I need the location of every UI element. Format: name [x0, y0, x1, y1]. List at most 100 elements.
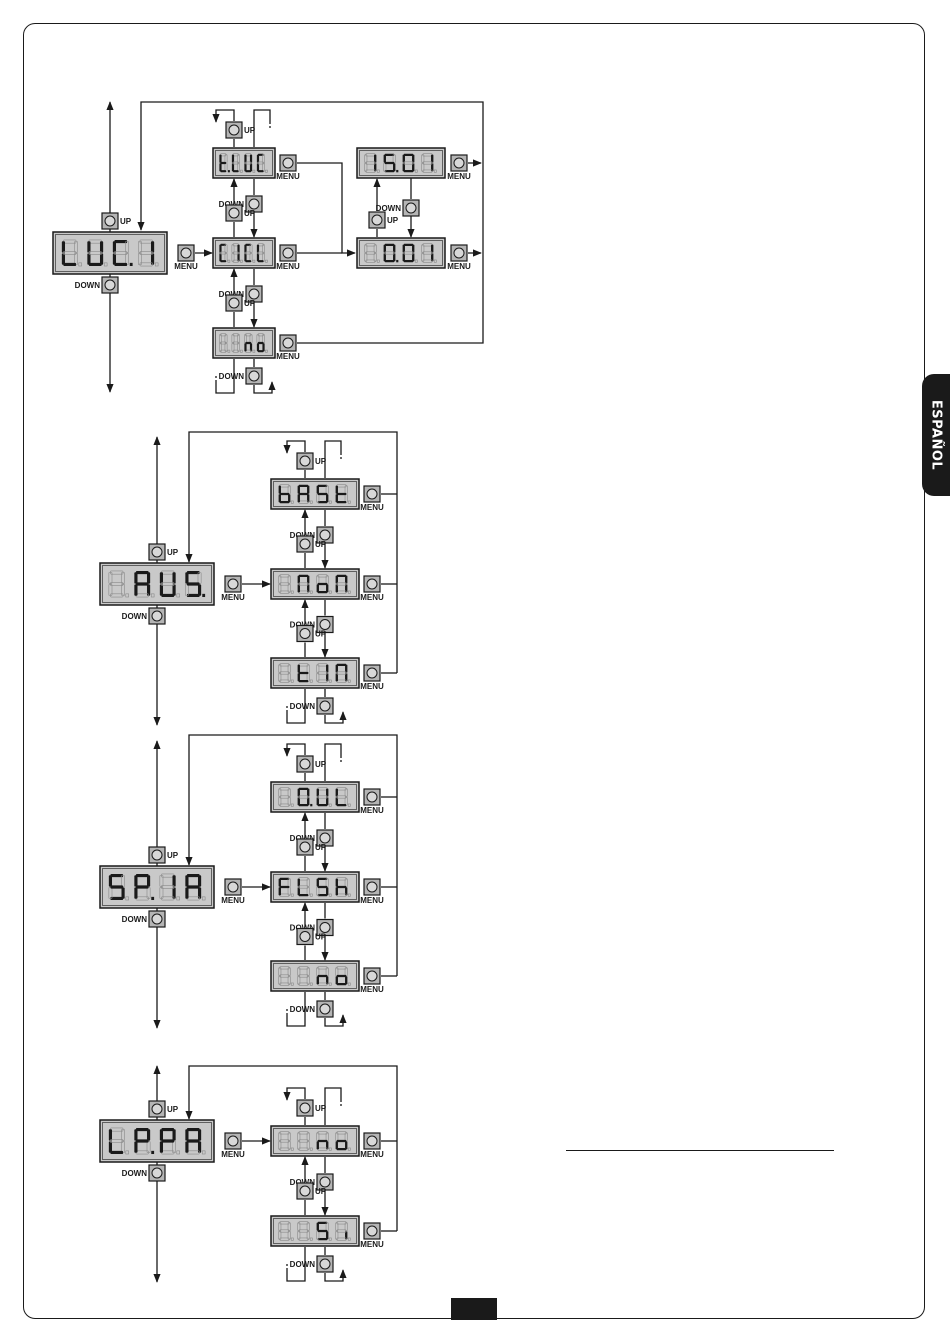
button-cap: [283, 338, 293, 348]
display-segment: [109, 1129, 112, 1140]
display-dot: [228, 170, 230, 172]
button-cap: [367, 971, 377, 981]
display-segment: [134, 572, 137, 583]
option-menu-button: MENU: [276, 335, 300, 361]
button-label: MENU: [276, 262, 300, 271]
button-label: UP: [315, 457, 327, 466]
display-segment: [337, 575, 346, 577]
button-label: UP: [167, 1105, 179, 1114]
button-cap: [320, 1177, 330, 1187]
display-segment: [317, 879, 319, 887]
button-cap: [300, 1103, 310, 1113]
display-segment: [136, 1128, 149, 1131]
display-segment: [185, 572, 188, 583]
display-segment: [232, 163, 234, 171]
button-label: MENU: [221, 593, 245, 602]
button-cap: [152, 611, 162, 621]
button-cap: [320, 833, 330, 843]
display-segment: [337, 975, 346, 977]
top-wrap-right: [325, 441, 341, 478]
button-label: MENU: [360, 896, 384, 905]
display-dot: [130, 263, 133, 266]
display-segment: [147, 572, 150, 583]
button-label: UP: [315, 540, 327, 549]
display-segment: [336, 879, 338, 887]
display-segment: [318, 975, 327, 977]
main-up-button: UP: [102, 213, 132, 229]
option-display-2-1: [271, 872, 359, 902]
button-cap: [320, 701, 330, 711]
display-segment: [245, 342, 251, 344]
display-segment: [318, 804, 327, 806]
display-segment: [113, 241, 116, 252]
button-label: MENU: [276, 352, 300, 361]
display-segment: [110, 1151, 123, 1154]
display-segment: [147, 1129, 150, 1140]
display-dot: [396, 260, 398, 262]
button-label: UP: [244, 126, 256, 135]
display-segment: [136, 885, 149, 888]
button-cap: [367, 1226, 377, 1236]
option-menu-button: MENU: [360, 879, 384, 905]
display-segment: [299, 672, 308, 674]
display-segment: [257, 163, 259, 171]
option-menu-button: MENU: [360, 968, 384, 994]
button-label: DOWN: [290, 1260, 316, 1269]
display-segment: [299, 485, 308, 487]
display-segment: [147, 875, 150, 886]
display-segment: [114, 263, 127, 266]
button-label: MENU: [447, 172, 471, 181]
display-segment: [151, 241, 154, 252]
button-label: UP: [315, 760, 327, 769]
button-cap: [228, 579, 238, 589]
display-segment: [337, 886, 346, 888]
button-label: UP: [120, 217, 132, 226]
main-down-button: DOWN: [122, 608, 165, 624]
top-wrap-left: [287, 1088, 305, 1100]
top-wrap-right: [254, 110, 270, 147]
display-segment: [187, 594, 200, 597]
diagram-nodes: UP DOWN MENU MENU MENU MENU DOWN UP DOWN UP UP DOWN…: [53, 122, 471, 1272]
bottom-down-button: DOWN: [290, 1001, 333, 1017]
display-segment: [337, 1148, 346, 1150]
display-segment: [161, 1139, 174, 1142]
display-segment: [110, 885, 123, 888]
button-cap: [367, 882, 377, 892]
display-segment: [89, 263, 102, 266]
display-segment: [299, 680, 308, 682]
display-segment: [136, 582, 149, 585]
button-cap: [249, 199, 259, 209]
top-wrap-right: [325, 1088, 341, 1125]
button-cap: [406, 203, 416, 213]
display-dot: [151, 897, 154, 900]
button-label: MENU: [360, 806, 384, 815]
display-segment: [136, 1139, 149, 1142]
display-segment: [187, 1139, 200, 1142]
time-display-0: [357, 148, 445, 178]
button-label: MENU: [360, 1150, 384, 1159]
display-segment: [244, 245, 246, 253]
button-cap: [300, 456, 310, 466]
button-cap: [367, 668, 377, 678]
button-label: UP: [244, 299, 256, 308]
display-segment: [385, 260, 394, 262]
button-cap: [228, 882, 238, 892]
button-cap: [300, 1186, 310, 1196]
display-segment: [244, 253, 246, 261]
bottom-down-button: DOWN: [290, 698, 333, 714]
option-menu-button: MENU: [276, 155, 300, 181]
button-label: DOWN: [122, 915, 148, 924]
button-cap: [152, 914, 162, 924]
display-segment: [219, 245, 221, 253]
display-segment: [279, 879, 281, 887]
main-up-button: UP: [149, 1101, 179, 1117]
display-dot: [310, 804, 312, 806]
display-segment: [219, 253, 221, 261]
display-segment: [244, 155, 246, 163]
option-menu-button: MENU: [360, 665, 384, 691]
button-cap: [283, 158, 293, 168]
display-segment: [134, 1141, 137, 1152]
button-label: UP: [315, 1187, 327, 1196]
button-cap: [229, 208, 239, 218]
button-cap: [454, 158, 464, 168]
